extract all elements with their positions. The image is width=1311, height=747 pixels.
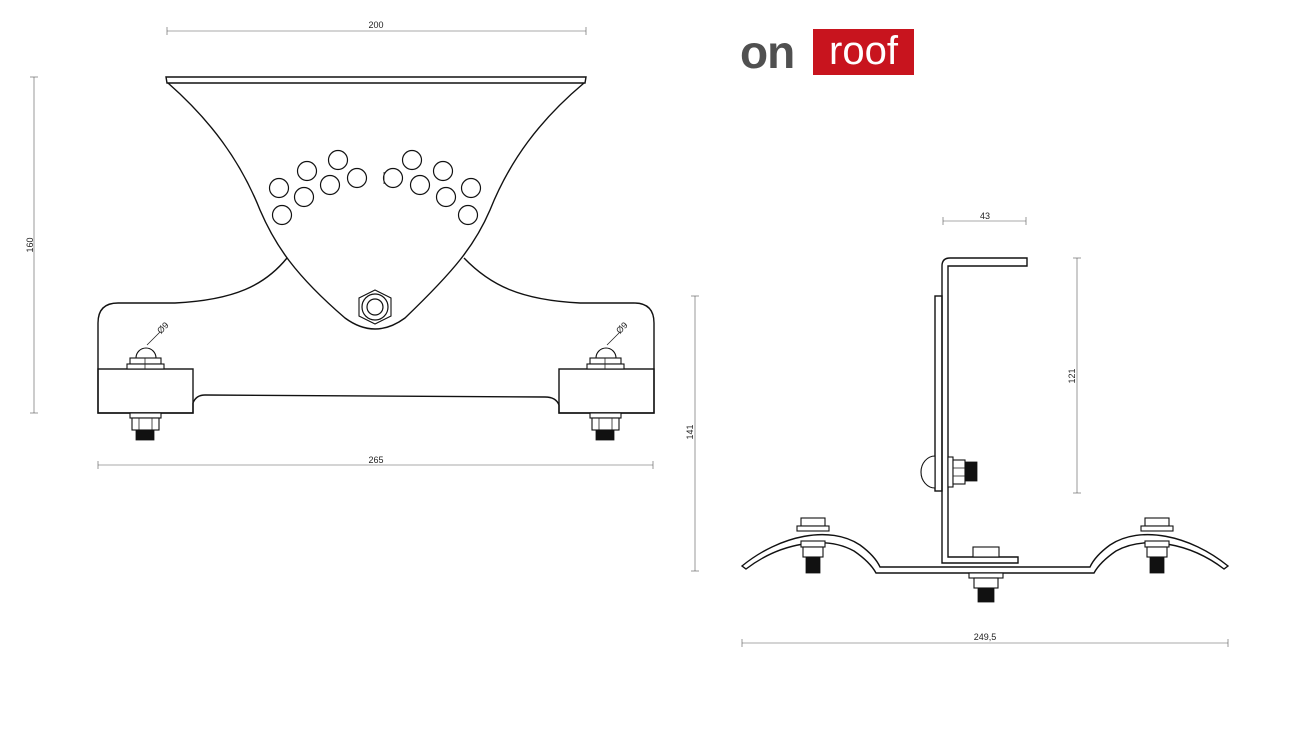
- dim-base-width-label: 265: [368, 455, 383, 465]
- logo-roof-word: roof: [813, 29, 914, 75]
- dim-total-height-label: 141: [685, 424, 695, 439]
- right-bolt: Ø9: [586, 320, 630, 441]
- bracket-back-plate: [934, 295, 943, 492]
- right-roof-bolt: [1140, 517, 1174, 574]
- dim-bracket-width-label: 43: [980, 211, 990, 221]
- hole-5: [346, 167, 368, 189]
- perforation-holes: [268, 149, 482, 226]
- center-roof-bolt: [968, 546, 1004, 603]
- right-base-block: [558, 368, 655, 414]
- left-roof-bolt: [796, 517, 830, 574]
- dim-bracket-height-label: 121: [1067, 368, 1077, 383]
- dim-bracket-width: 43: [942, 211, 1027, 225]
- funnel-plate: [167, 82, 585, 330]
- base-plate: [97, 257, 655, 414]
- dim-bracket-height: 121: [1067, 257, 1081, 494]
- bracket-side-bolt: [920, 455, 978, 489]
- dim-base-width: 265: [97, 455, 654, 469]
- roof-profile-clamp: [740, 533, 1230, 574]
- hole-6: [293, 186, 315, 208]
- hole-1: [327, 149, 349, 171]
- right-hole-label: Ø9: [614, 320, 630, 336]
- hole-3: [268, 177, 290, 199]
- hole-7: [271, 204, 293, 226]
- hole-8: [401, 149, 423, 171]
- dim-top-width-label: 200: [368, 20, 383, 30]
- dim-side-base-width-label: 249,5: [974, 632, 997, 642]
- l-bracket: [941, 257, 1028, 564]
- logo-on-word: on: [740, 26, 795, 78]
- hole-4: [319, 174, 341, 196]
- hole-14: [457, 204, 479, 226]
- dim-top-width: 200: [166, 20, 587, 35]
- left-bolt: Ø9: [126, 320, 171, 441]
- hole-11: [409, 174, 431, 196]
- dim-height-label: 160: [25, 237, 35, 252]
- hole-2: [296, 160, 318, 182]
- dim-side-base-width: 249,5: [741, 632, 1229, 647]
- hole-13: [435, 186, 457, 208]
- front-view: 200 160 265: [25, 20, 655, 469]
- dim-height: 160: [25, 76, 38, 414]
- hole-10: [460, 177, 482, 199]
- top-flange: [165, 76, 587, 84]
- center-nut: [358, 289, 392, 325]
- hole-12: [382, 167, 404, 189]
- left-hole-label: Ø9: [155, 320, 171, 336]
- side-view: 43 121 141 249,5: [685, 211, 1230, 647]
- hole-9: [432, 160, 454, 182]
- dim-total-height: 141: [685, 295, 699, 572]
- left-base-block: [97, 368, 194, 414]
